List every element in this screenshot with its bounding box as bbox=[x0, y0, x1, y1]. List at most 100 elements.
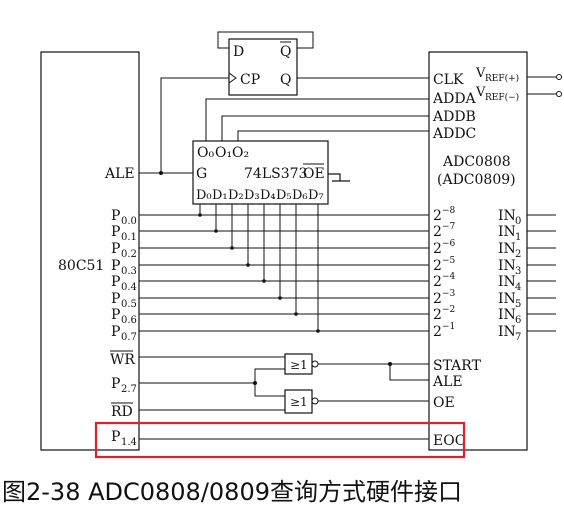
bus-junction-0 bbox=[198, 213, 202, 217]
adc-data-2-base: 2 bbox=[433, 241, 442, 257]
pin-p14-sub: 1.4 bbox=[121, 437, 137, 448]
adc-in-3-sub: 3 bbox=[515, 266, 521, 277]
port0-bus bbox=[139, 204, 429, 333]
adc-pin-clk: CLK bbox=[433, 72, 464, 88]
pin-p0-6-sub: 0.6 bbox=[121, 315, 137, 326]
bus-junction-7 bbox=[316, 329, 320, 333]
wire-o2-addc bbox=[237, 130, 429, 141]
adc-in-6-sub: 6 bbox=[515, 315, 521, 326]
latch-o2: O₂ bbox=[232, 145, 249, 161]
adc-pin-addc: ADDC bbox=[432, 126, 476, 142]
adc-in-5-label: IN bbox=[498, 291, 516, 307]
vref-plus-sub: REF(+) bbox=[485, 73, 519, 84]
chip-80c51-body bbox=[40, 51, 140, 451]
junction-start bbox=[388, 362, 392, 366]
pin-ale-label: ALE bbox=[104, 166, 135, 182]
adc-data-6-base: 2 bbox=[433, 307, 442, 323]
latch-oe-label: OE bbox=[303, 166, 325, 182]
latch-d0: D₀ bbox=[196, 188, 212, 203]
latch-d7: D₇ bbox=[308, 188, 324, 203]
pin-p0-5-sub: 0.5 bbox=[121, 299, 137, 310]
pin-p0-1-label: P bbox=[111, 224, 120, 240]
adc-in-1-sub: 1 bbox=[515, 232, 521, 243]
nor-gate-1: ≥1 bbox=[284, 353, 319, 375]
adc-in-0-sub: 0 bbox=[515, 216, 521, 227]
pin-p0-5-label: P bbox=[111, 291, 120, 307]
pin-p0-1-sub: 0.1 bbox=[121, 232, 137, 243]
adc-pin-adda: ADDA bbox=[432, 91, 477, 107]
wire-ale-cp bbox=[160, 77, 229, 173]
eoc-highlight-box bbox=[94, 421, 466, 459]
ff-cp-label: CP bbox=[240, 72, 260, 88]
adc-data-0-exp: −8 bbox=[442, 206, 456, 216]
latch-d3: D₃ bbox=[244, 188, 260, 203]
wire-start-ale bbox=[318, 363, 429, 381]
adc-pin-eoc: EOC bbox=[433, 433, 465, 449]
bus-junction-5 bbox=[278, 296, 282, 300]
ff-feedback-wire bbox=[217, 31, 314, 49]
pin-p27-label: P bbox=[111, 376, 120, 392]
chip-80c51-name: 80C51 bbox=[58, 258, 104, 274]
pin-p0-4-sub: 0.4 bbox=[121, 282, 137, 293]
latch-d4: D₄ bbox=[260, 188, 276, 203]
adc-data-2-exp: −6 bbox=[442, 239, 456, 249]
junction-p27 bbox=[253, 381, 257, 385]
latch-oe-ground bbox=[328, 173, 350, 182]
adc-data-4-base: 2 bbox=[433, 274, 442, 290]
bus-junction-6 bbox=[294, 312, 298, 316]
adc-data-1-base: 2 bbox=[433, 224, 442, 240]
adc-in-4-label: IN bbox=[498, 274, 516, 290]
adc-data-0-base: 2 bbox=[433, 208, 442, 224]
pin-p0-7-sub: 0.7 bbox=[121, 332, 137, 343]
pin-p0-6-label: P bbox=[111, 307, 120, 323]
ff-q-label: Q bbox=[280, 72, 291, 88]
pin-p0-0-label: P bbox=[111, 208, 120, 224]
adc-data-5-base: 2 bbox=[433, 291, 442, 307]
adc-in-3-label: IN bbox=[498, 258, 516, 274]
vref-plus-terminal bbox=[556, 74, 562, 80]
ff-d-label: D bbox=[233, 44, 244, 60]
adc-pin-addb: ADDB bbox=[432, 109, 476, 125]
latch-d5: D₅ bbox=[276, 188, 292, 203]
adc-data-7-base: 2 bbox=[433, 324, 442, 340]
adc-in-7-label: IN bbox=[498, 324, 516, 340]
bus-junction-3 bbox=[246, 263, 250, 267]
adc-pin-oe: OE bbox=[433, 395, 455, 411]
pin-p0-7-label: P bbox=[111, 324, 120, 340]
adc-in-2-sub: 2 bbox=[515, 249, 521, 260]
pin-p0-3-sub: 0.3 bbox=[121, 266, 137, 277]
adc-alt-name: (ADC0809) bbox=[437, 172, 516, 188]
adc-data-labels: 2−82−72−62−52−42−32−22−1 bbox=[433, 206, 456, 340]
adc-data-5-exp: −3 bbox=[442, 289, 456, 299]
pin-p0-0-sub: 0.0 bbox=[121, 216, 137, 227]
adc-data-3-exp: −5 bbox=[442, 256, 456, 266]
bus-junction-1 bbox=[214, 229, 218, 233]
latch-name: 74LS373 bbox=[244, 166, 307, 182]
ff-clock-triangle bbox=[228, 72, 237, 84]
vref-plus-label: V bbox=[475, 66, 486, 81]
adc-in-6-label: IN bbox=[498, 307, 516, 323]
adc-pin-ale: ALE bbox=[432, 374, 463, 390]
nor-gate-2: ≥1 bbox=[284, 389, 319, 414]
latch-o0: O₀ bbox=[197, 145, 214, 161]
adc-name: ADC0808 bbox=[442, 154, 511, 170]
adc-data-4-exp: −4 bbox=[442, 272, 456, 282]
pin-p27-sub: 2.7 bbox=[121, 384, 137, 395]
junction-ale bbox=[159, 171, 163, 175]
latch-g-label: G bbox=[196, 166, 207, 182]
vref-minus-terminal bbox=[556, 91, 562, 97]
wire-o0-adda bbox=[205, 98, 429, 141]
nor-gate-2-label: ≥1 bbox=[290, 395, 308, 409]
pin-p0-2-label: P bbox=[111, 241, 120, 257]
adc-data-6-exp: −2 bbox=[442, 305, 455, 315]
adc-data-1-exp: −7 bbox=[442, 222, 456, 232]
adc-in-0-label: IN bbox=[498, 208, 516, 224]
wire-p27 bbox=[139, 368, 285, 397]
vref-minus-label: V bbox=[475, 85, 486, 100]
flipflop-body bbox=[228, 38, 298, 96]
pin-rd-label: RD bbox=[111, 404, 133, 420]
ff-qbar-label: Q bbox=[280, 44, 291, 60]
